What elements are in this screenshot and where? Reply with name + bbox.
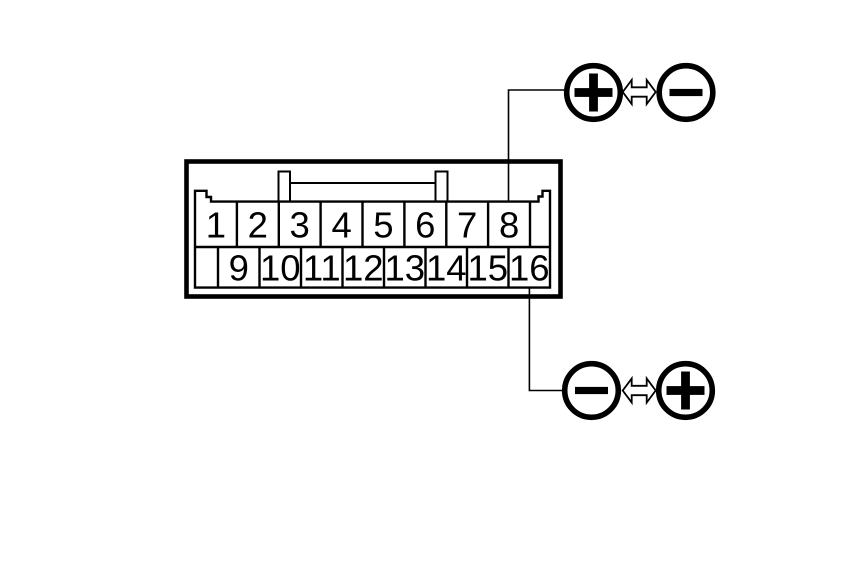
pin-13-label: 13 — [384, 247, 425, 288]
pin-15-label: 15 — [467, 247, 508, 288]
pin-2-label: 2 — [248, 205, 268, 246]
double-arrow-icon — [621, 79, 657, 105]
pin-10-label: 10 — [260, 247, 301, 288]
minus-circle-icon — [565, 364, 619, 418]
pin-8-label: 8 — [499, 205, 519, 246]
latch-tab-left — [277, 170, 291, 203]
plus-circle-icon — [659, 364, 713, 418]
wire-pin16 — [528, 287, 565, 392]
polarity-annotation-top — [567, 66, 713, 120]
minus-circle-icon — [659, 66, 713, 120]
pin-9-label: 9 — [229, 247, 249, 288]
pin-cell-grid — [195, 201, 550, 288]
pin-5-label: 5 — [373, 205, 393, 246]
pin-11-label: 11 — [303, 247, 341, 288]
wire-pin8 — [507, 89, 567, 202]
pin-block-outline — [193, 189, 552, 289]
pin-1-label: 1 — [206, 205, 226, 246]
pin-7-label: 7 — [457, 205, 477, 246]
pin-3-label: 3 — [290, 205, 310, 246]
latch-tab-right — [434, 170, 449, 203]
polarity-annotation-bottom — [565, 364, 713, 418]
pin-14-label: 14 — [426, 247, 467, 288]
plus-circle-icon — [567, 66, 621, 120]
pin-12-label: 12 — [343, 247, 384, 288]
latch-bar — [289, 182, 437, 203]
double-arrow-icon — [621, 377, 657, 404]
pin-4-label: 4 — [331, 205, 351, 246]
pin-6-label: 6 — [415, 205, 435, 246]
pin-16-label: 16 — [509, 247, 550, 288]
